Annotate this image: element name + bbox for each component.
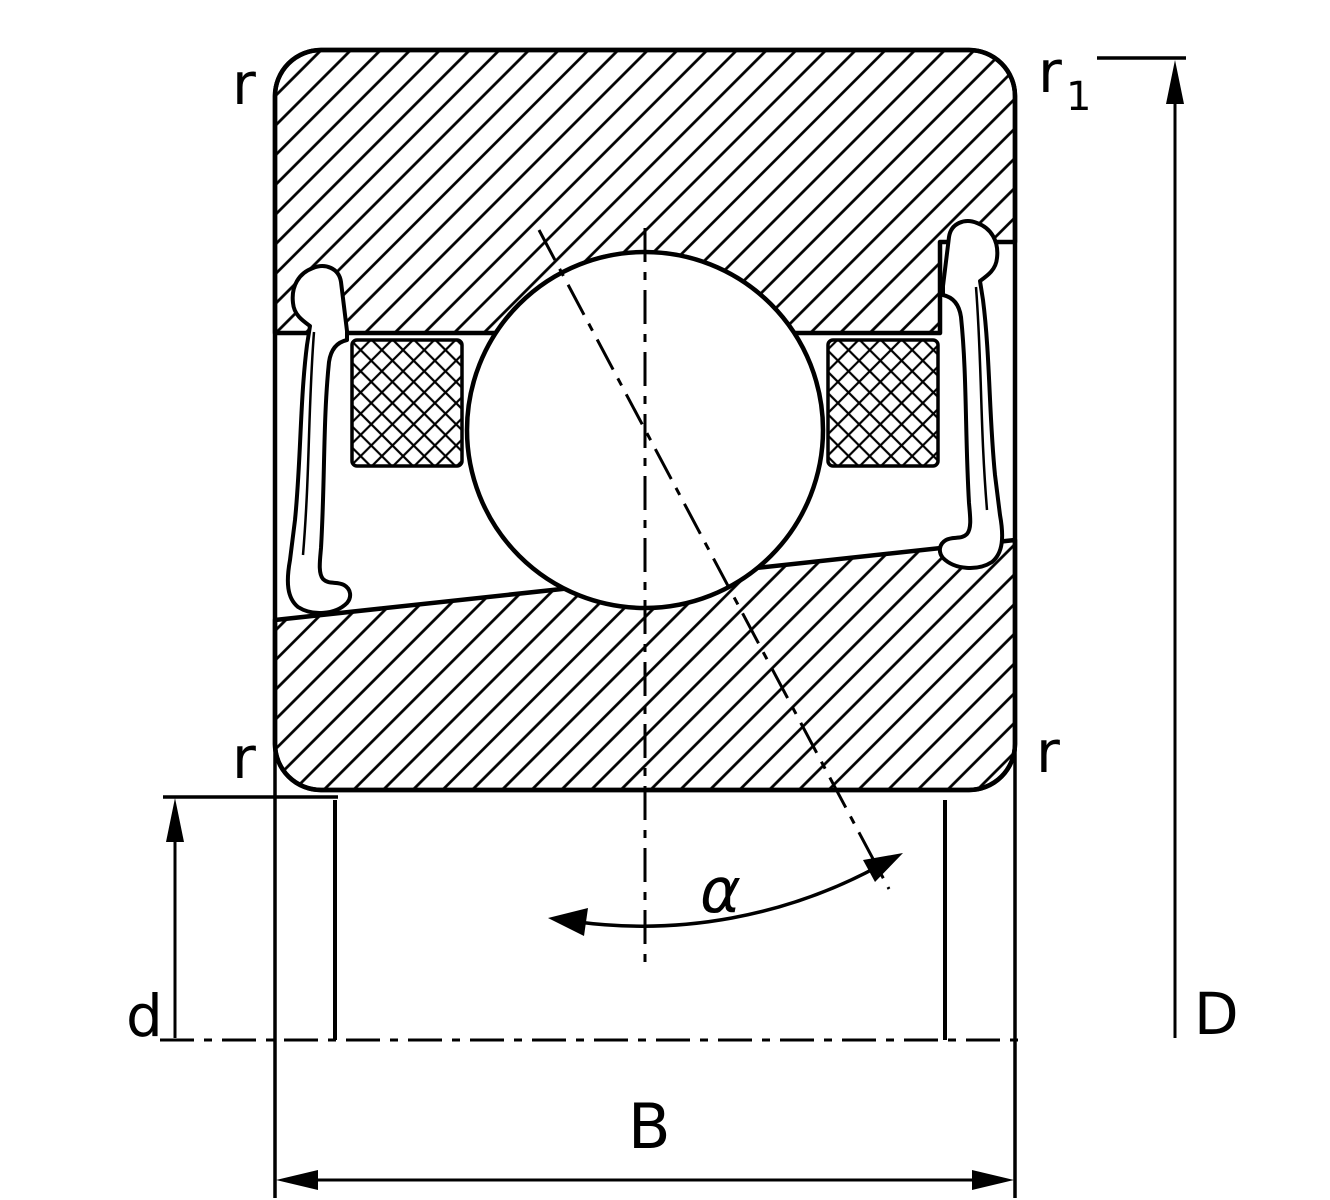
label-width: B: [628, 1090, 671, 1163]
seal-left-detail: [301, 331, 316, 556]
label-r-top-left: r: [232, 50, 256, 118]
dimensions: d D B r r 1 r r: [126, 38, 1239, 1190]
d-outer-arrowhead: [1166, 60, 1184, 104]
alpha-arrowhead-right: [863, 853, 903, 882]
alpha-arrowhead-left: [548, 908, 588, 936]
cage-right: [826, 338, 940, 468]
reference-lines: [160, 228, 1022, 1042]
projection-lines: [163, 746, 1017, 1198]
seal-right: [937, 219, 1005, 570]
label-contact-angle: α: [700, 854, 741, 927]
label-r-bottom-right: r: [1036, 718, 1060, 786]
label-bore-diameter: d: [126, 982, 163, 1050]
seal-right-detail: [974, 286, 989, 511]
b-arrowhead-right: [972, 1170, 1014, 1190]
alpha-arc: [577, 865, 878, 928]
contact-angle-dimension: α: [548, 853, 903, 936]
contact-angle-line: [537, 229, 891, 890]
label-r1-base: r: [1038, 38, 1062, 106]
cage-left: [350, 338, 464, 468]
d-arrowhead: [166, 798, 184, 842]
b-arrowhead-left: [276, 1170, 318, 1190]
label-outer-diameter: D: [1194, 980, 1239, 1048]
label-r-bottom-left: r: [232, 724, 256, 792]
label-r1-subscript: 1: [1066, 74, 1091, 120]
seal-left: [285, 264, 353, 615]
